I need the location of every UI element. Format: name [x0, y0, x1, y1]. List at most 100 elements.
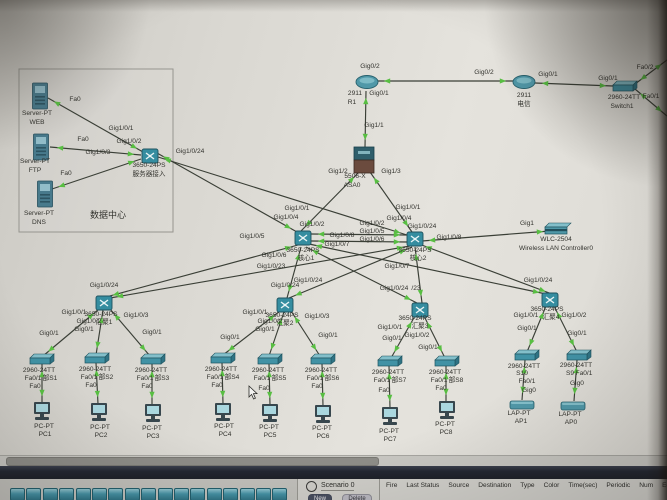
- node-server-web[interactable]: [32, 82, 48, 110]
- palette-device-icon[interactable]: [141, 488, 157, 500]
- delete-scenario-button[interactable]: Delete: [342, 494, 372, 500]
- label: Gig1/0/8: [330, 232, 355, 239]
- node-pc2[interactable]: [91, 403, 107, 421]
- label: Fa0/1: [137, 375, 154, 382]
- node-s1[interactable]: [29, 353, 55, 365]
- link-status-arrow: [499, 78, 507, 84]
- node-agg4[interactable]: [541, 292, 559, 308]
- scrollbar-thumb[interactable]: [6, 457, 379, 466]
- label: /23: [411, 285, 420, 292]
- label: Fa0: [60, 170, 72, 177]
- link-status-arrow: [270, 342, 276, 350]
- pdu-header-destination: Destination: [478, 482, 512, 489]
- node-server-dns[interactable]: [37, 180, 53, 208]
- label: Fa0: [435, 385, 447, 392]
- palette-device-icon[interactable]: [59, 488, 75, 500]
- node-s10[interactable]: [566, 349, 592, 361]
- palette-device-icon[interactable]: [124, 488, 140, 500]
- label: Gig0: [570, 380, 584, 387]
- palette-device-icon[interactable]: [223, 488, 239, 500]
- label: Gig1/3: [381, 168, 401, 175]
- link-status-arrow: [295, 290, 303, 296]
- node-core1[interactable]: [294, 230, 312, 246]
- node-core2[interactable]: [406, 231, 424, 247]
- node-router-r1[interactable]: [355, 75, 379, 89]
- label: LAP-PT: [558, 411, 581, 418]
- label: Gig1/0/1: [285, 205, 310, 212]
- label: DNS: [32, 219, 47, 226]
- node-switch1[interactable]: [612, 80, 638, 92]
- palette-device-icon[interactable]: [42, 488, 58, 500]
- node-s3[interactable]: [140, 353, 166, 365]
- label: Gig1/0/2: [258, 318, 283, 325]
- node-switch-server-access[interactable]: [141, 148, 159, 164]
- label: 2960-24TT: [372, 369, 404, 376]
- palette-device-icon[interactable]: [256, 488, 271, 500]
- label: Gig1/0/24: [271, 282, 300, 289]
- label: 服务器接入: [133, 169, 166, 178]
- node-s5[interactable]: [257, 353, 283, 365]
- node-pc5[interactable]: [262, 404, 278, 422]
- label: PC-PT: [142, 425, 162, 432]
- link[interactable]: [109, 245, 411, 299]
- node-pc8[interactable]: [439, 401, 455, 419]
- palette-device-icon[interactable]: [26, 488, 42, 500]
- clock-icon[interactable]: [306, 481, 317, 492]
- node-server-ftp[interactable]: [33, 133, 49, 161]
- link-status-arrow: [404, 294, 411, 300]
- label: Fa0: [258, 385, 270, 392]
- label: PC-PT: [214, 423, 234, 430]
- link-status-arrow: [373, 177, 380, 185]
- label: Gig1/0/2: [77, 318, 102, 325]
- palette-device-icon[interactable]: [174, 488, 189, 500]
- palette-device-icon[interactable]: [190, 488, 206, 500]
- node-pc1[interactable]: [34, 402, 50, 420]
- node-s6[interactable]: [310, 353, 336, 365]
- palette-device-icon[interactable]: [108, 488, 124, 500]
- node-s4[interactable]: [210, 352, 236, 364]
- link-status-arrow: [394, 345, 400, 353]
- node-wlc0[interactable]: [544, 222, 572, 235]
- node-pc7[interactable]: [382, 407, 398, 425]
- label: Server-PT: [20, 158, 50, 165]
- node-s8[interactable]: [434, 355, 460, 367]
- label: PC5: [264, 432, 277, 439]
- label: 汇聚4: [543, 313, 560, 321]
- label: Gig1/0/7: [385, 263, 410, 270]
- label: AP0: [565, 419, 578, 426]
- link-status-arrow: [317, 238, 325, 244]
- topology-canvas[interactable]: Server-PTWEBServer-PTFTPServer-PTDNSFa0G…: [0, 0, 667, 455]
- node-router-isp-2911[interactable]: [512, 75, 536, 89]
- palette-device-icon[interactable]: [206, 488, 222, 500]
- node-ap0[interactable]: [560, 401, 586, 411]
- node-pc6[interactable]: [315, 405, 331, 423]
- palette-device-icon[interactable]: [10, 488, 25, 500]
- node-s7[interactable]: [377, 355, 403, 367]
- label: Gig1/0/24: [380, 285, 409, 292]
- label: PC7: [384, 436, 397, 443]
- label: Gig1/0/7: [325, 241, 350, 248]
- node-agg1[interactable]: [95, 295, 113, 311]
- scenario-select[interactable]: Scenario 0: [321, 482, 355, 491]
- label: Gig0/1: [220, 334, 240, 341]
- palette-device-icon[interactable]: [272, 488, 288, 500]
- node-pc3[interactable]: [145, 404, 161, 422]
- label: PC-PT: [34, 423, 54, 430]
- palette-device-icon[interactable]: [75, 488, 91, 500]
- new-scenario-button[interactable]: New: [308, 494, 332, 500]
- node-pc4[interactable]: [215, 403, 231, 421]
- pdu-header-periodic: Periodic: [606, 482, 631, 489]
- pdu-header-color: Color: [543, 482, 560, 489]
- node-s2[interactable]: [84, 352, 110, 364]
- palette-device-icon[interactable]: [92, 488, 107, 500]
- device-palette[interactable]: [0, 479, 297, 500]
- palette-device-icon[interactable]: [157, 488, 173, 500]
- node-agg2[interactable]: [276, 297, 294, 313]
- node-asa0[interactable]: [353, 146, 375, 174]
- palette-device-icon[interactable]: [239, 488, 255, 500]
- horizontal-scrollbar[interactable]: [0, 455, 667, 466]
- node-s9[interactable]: [514, 349, 540, 361]
- node-ap1[interactable]: [509, 400, 535, 410]
